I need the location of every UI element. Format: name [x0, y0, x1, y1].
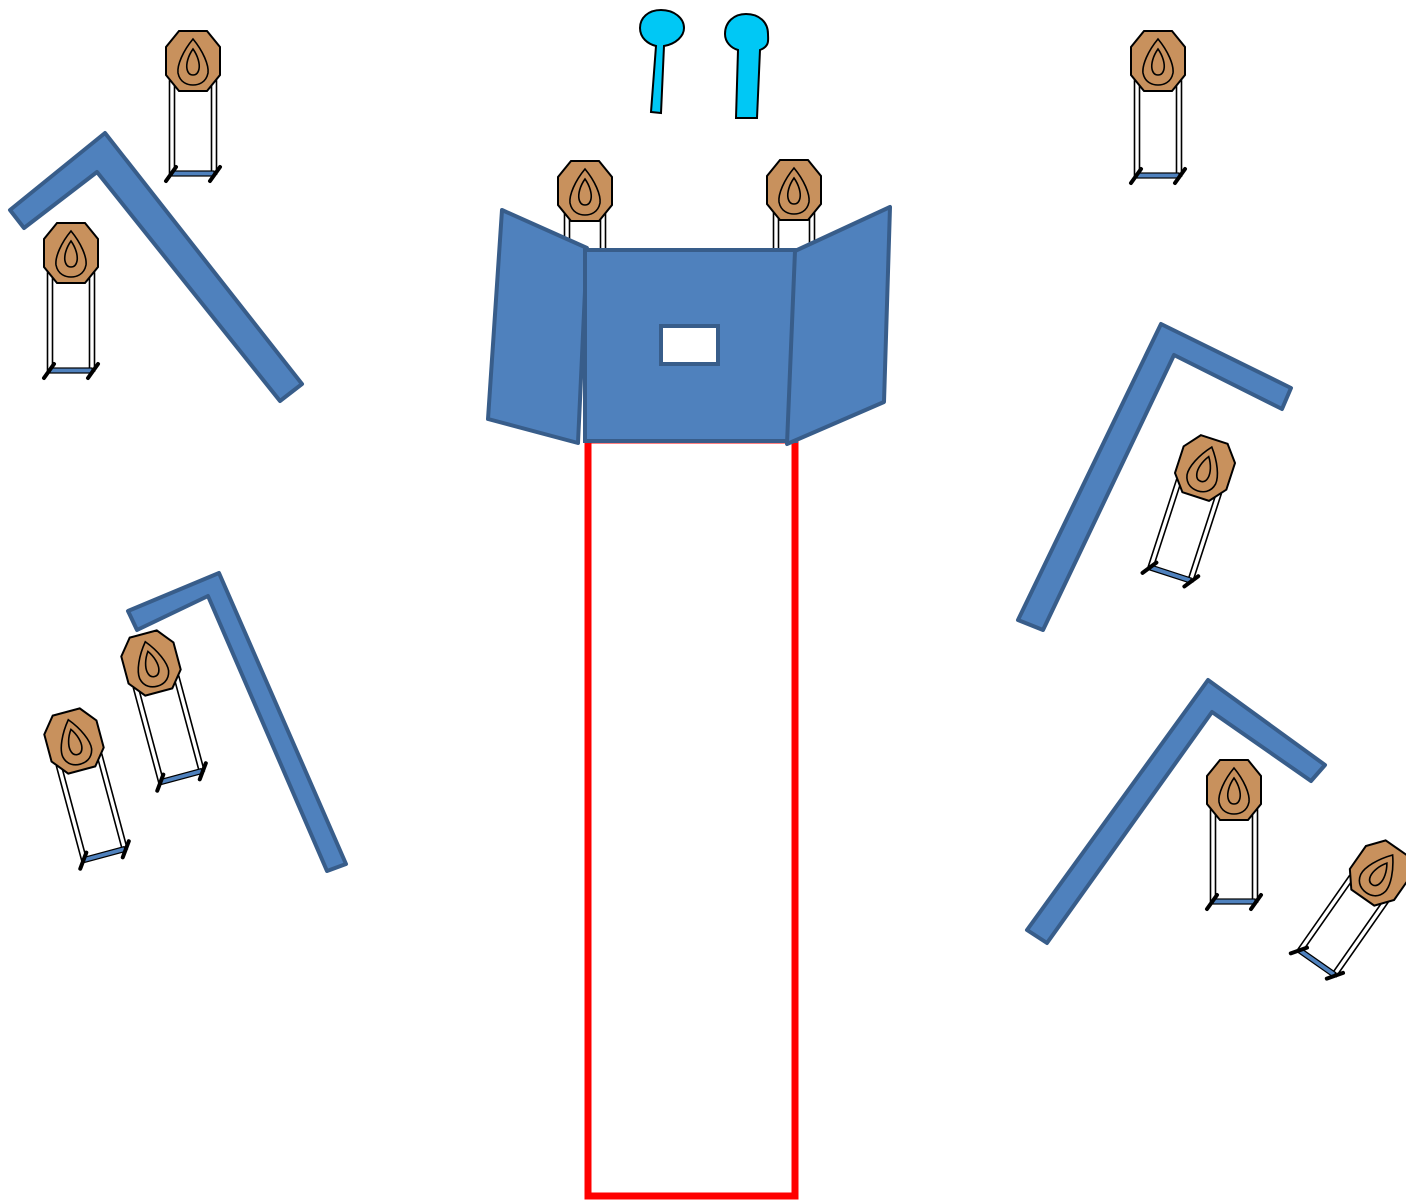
wall-mid-left	[126, 571, 348, 873]
target-face	[766, 159, 822, 221]
stand-foot	[1249, 893, 1263, 911]
stand-leg	[1186, 491, 1223, 583]
stand-leg	[46, 272, 54, 372]
stand-base	[159, 767, 204, 786]
stand-foot	[197, 761, 208, 782]
stand-foot	[86, 362, 100, 380]
steel-popper-left	[638, 8, 686, 115]
stand-foot	[155, 772, 166, 793]
stand-leg	[1175, 80, 1183, 177]
stand-leg	[1147, 478, 1183, 570]
wall-top-left	[8, 131, 304, 403]
stand-leg	[1330, 898, 1389, 978]
stand-foot	[78, 850, 89, 871]
stand-foot	[1140, 560, 1159, 575]
stand-foot	[1129, 167, 1143, 185]
stand-leg	[210, 80, 218, 175]
paper-target	[42, 222, 100, 380]
shooting-box	[584, 436, 799, 1200]
stand-foot	[1173, 167, 1187, 185]
target-face	[1169, 430, 1241, 506]
target-face	[1339, 831, 1406, 915]
stand-foot	[164, 165, 178, 183]
stand-leg	[1296, 874, 1355, 954]
paper-target	[116, 626, 208, 793]
paper-target	[1140, 430, 1241, 589]
target-face	[116, 626, 186, 700]
stand-leg	[88, 272, 96, 372]
stand-foot	[1288, 945, 1309, 956]
stand-leg	[96, 753, 129, 852]
stand-base	[1149, 564, 1193, 584]
stand-leg	[1209, 809, 1217, 903]
stand-foot	[208, 165, 222, 183]
stand-foot	[120, 839, 131, 860]
stand-base	[171, 170, 215, 177]
paper-target	[1205, 759, 1263, 911]
paper-target	[766, 159, 822, 251]
stand-base	[1212, 898, 1256, 905]
paper-target	[1129, 30, 1187, 185]
steel-popper-right	[723, 12, 770, 119]
stand-leg	[168, 80, 176, 175]
stand-base	[1297, 947, 1337, 978]
stand-foot	[1205, 893, 1219, 911]
stand-base	[49, 367, 93, 374]
target-face	[165, 30, 221, 92]
stand-leg	[1251, 809, 1259, 903]
target-face	[557, 160, 613, 222]
barricade-left-wing	[486, 208, 589, 445]
target-face	[39, 704, 109, 778]
wall-lower-right	[1025, 678, 1327, 945]
target-face	[1206, 759, 1262, 821]
stand-leg	[55, 764, 88, 863]
stand-leg	[173, 675, 206, 774]
stand-leg	[1133, 80, 1141, 177]
wall-mid-right	[1016, 322, 1293, 632]
stand-foot	[42, 362, 56, 380]
stand-base	[1136, 172, 1180, 179]
paper-target	[164, 30, 222, 183]
paper-target	[1288, 831, 1406, 981]
barricade-port	[659, 324, 720, 366]
stand-leg	[132, 686, 165, 785]
stand-foot	[1324, 970, 1346, 981]
paper-target	[39, 704, 131, 871]
stand-foot	[1182, 574, 1201, 589]
barricade-right-wing	[785, 205, 892, 446]
target-face	[1130, 30, 1186, 92]
stand-base	[82, 845, 127, 864]
paper-targets	[39, 30, 1406, 981]
target-face	[43, 222, 99, 284]
wall-barriers	[8, 131, 1327, 945]
